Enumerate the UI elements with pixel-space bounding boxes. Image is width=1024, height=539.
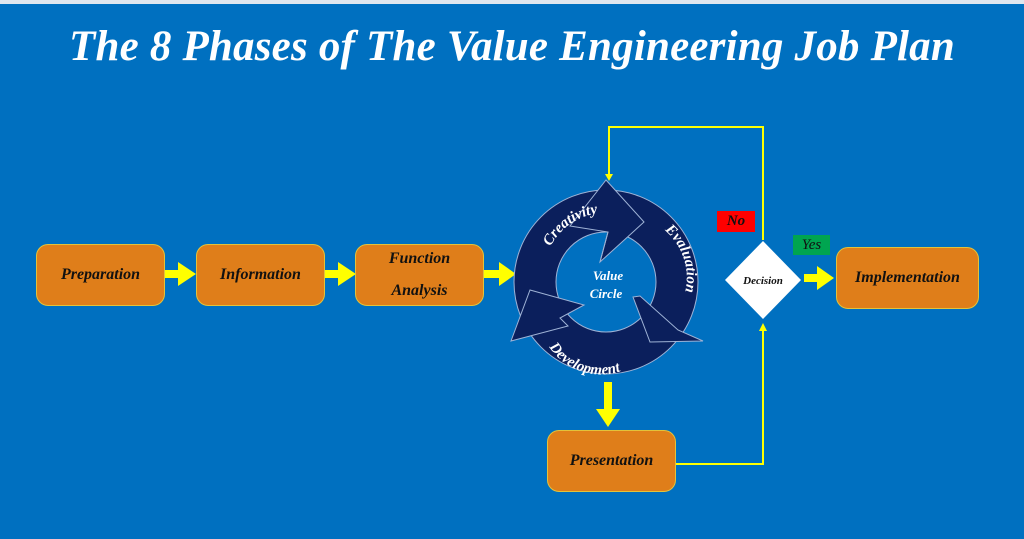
no-tag-label: No [726,213,746,229]
arrow-information-function [325,262,356,286]
phase-preparation: Preparation [36,244,165,306]
phase-implementation-label: Implementation [855,269,960,286]
development-arrowhead [510,289,586,342]
arrow-preparation-information [165,262,196,286]
decision-diamond [725,241,801,319]
loop-no-connector [605,126,764,240]
no-tag: No [717,211,755,232]
yes-tag-label: Yes [801,236,822,253]
value-circle-label-line2: Circle [590,286,623,301]
phase-function-analysis: Function Analysis [355,244,484,306]
value-circle-label-line1: Value [593,268,624,283]
evaluation-arrowhead [632,295,704,343]
page-title: The 8 Phases of The Value Engineering Jo… [69,23,955,70]
arrow-function-circle [484,262,516,286]
presentation-decision-connector [676,323,767,465]
phase-function-label-line1: Function [388,250,451,267]
yes-tag: Yes [793,235,830,255]
phase-information: Information [196,244,325,306]
phase-preparation-label: Preparation [60,266,141,283]
phase-function-label-line2: Analysis [391,282,448,299]
arrow-decision-implementation [804,266,834,290]
value-circle [510,179,704,375]
arrow-circle-presentation [596,382,620,427]
phase-implementation: Implementation [836,247,979,309]
phase-presentation: Presentation [547,430,676,492]
top-border [0,0,1024,4]
phase-information-label: Information [220,266,301,283]
phase-presentation-label: Presentation [569,452,654,469]
decision-label: Decision [742,275,783,287]
